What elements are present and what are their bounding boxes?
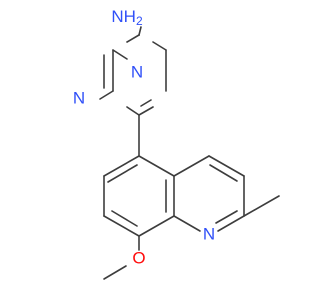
bond xyxy=(243,195,280,217)
bond xyxy=(103,215,140,237)
bond xyxy=(99,90,114,100)
bond xyxy=(140,99,152,107)
bond xyxy=(112,49,128,60)
pyrazine-n4-label: N xyxy=(73,89,85,108)
bond xyxy=(215,210,238,224)
bond xyxy=(138,215,175,237)
bond xyxy=(126,34,140,43)
bond xyxy=(138,26,142,36)
bond xyxy=(126,106,140,116)
bond xyxy=(103,265,127,280)
quinoline-n-label: N xyxy=(203,225,215,244)
bond xyxy=(208,155,245,177)
methoxy-o-label: O xyxy=(132,249,145,268)
bond xyxy=(217,215,245,232)
bond xyxy=(103,155,140,177)
bond xyxy=(152,41,167,51)
quinoline-ring xyxy=(103,114,280,280)
bond xyxy=(107,164,138,183)
pyrazine-n1-label: N xyxy=(131,63,143,82)
bond xyxy=(138,155,175,177)
amine-label: NH2 xyxy=(111,7,143,29)
bond xyxy=(111,210,138,227)
bond xyxy=(209,164,238,182)
bond xyxy=(173,155,210,177)
bond xyxy=(138,106,154,116)
atom-labels: NH2 N N N O xyxy=(73,7,215,268)
bond xyxy=(173,215,201,232)
pyrazine-ring xyxy=(99,26,167,116)
molecule-structure: NH2 N N N O xyxy=(73,7,280,280)
